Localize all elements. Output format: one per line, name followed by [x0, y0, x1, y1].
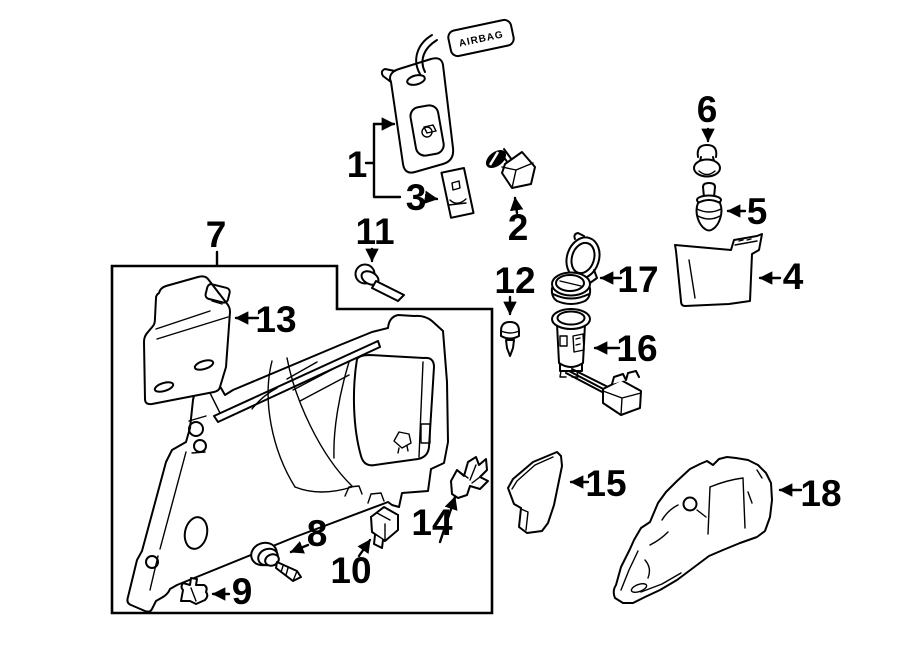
part-label-8: 8: [307, 513, 328, 554]
part-9-clip-drawing: [180, 577, 209, 605]
airbag-tag: AIRBAG: [447, 18, 515, 58]
leader-1-bracket: [364, 122, 402, 199]
part-12-push-pin-drawing: [500, 321, 520, 357]
part-label-1: 1: [347, 144, 368, 185]
part-8-screw-clip-drawing: [250, 541, 302, 582]
part-label-2: 2: [508, 207, 529, 248]
part-label-12: 12: [494, 260, 535, 301]
part-5-screw-grommet-drawing: [695, 182, 723, 232]
part-14-winged-clip-drawing: [450, 456, 489, 499]
leader-14-arrow: [438, 495, 458, 544]
part-3-trim-cap-drawing: [440, 167, 475, 219]
part-16-outlet-socket-drawing: [551, 308, 642, 416]
part-15-boot-trim-drawing: [507, 451, 563, 534]
part-6-grommet-drawing: [693, 144, 721, 178]
part-4-corner-trim-drawing: [674, 233, 763, 307]
leader-3-arrow: [423, 190, 439, 204]
part-17-outlet-cap-drawing: [550, 232, 601, 305]
leader-arrows: [211, 117, 803, 601]
part-label-10: 10: [330, 550, 371, 591]
part-label-15: 15: [585, 463, 626, 504]
leader-8-arrow: [289, 541, 310, 554]
part-11-push-pin-drawing: [354, 263, 405, 302]
part-label-14: 14: [411, 502, 453, 543]
part-labels: 1 2 3 4 5 6 7 8 9 10 11 12 13 14 15 16 1…: [206, 89, 842, 612]
part-label-6: 6: [697, 89, 718, 130]
leader-2-arrow: [509, 196, 524, 215]
part-label-3: 3: [406, 177, 427, 218]
part-label-17: 17: [617, 259, 658, 300]
part-label-11: 11: [355, 211, 394, 252]
part-label-9: 9: [232, 571, 253, 612]
part-label-16: 16: [616, 328, 657, 369]
part-1-pillar-trim-drawing: [380, 34, 455, 174]
part-label-13: 13: [255, 299, 296, 340]
part-10-box-clip-drawing: [370, 506, 399, 549]
part-label-5: 5: [747, 191, 768, 232]
part-13-bracket-panel-drawing: [143, 275, 231, 406]
part-18-insulator-pad-drawing: [612, 456, 773, 604]
part-7-group-box: [110, 264, 494, 615]
part-label-18: 18: [800, 473, 841, 514]
part-2-fastener-drawing: [485, 148, 536, 189]
leader-10-arrow: [357, 538, 372, 558]
part-label-4: 4: [783, 256, 804, 297]
part-label-7: 7: [206, 214, 227, 255]
